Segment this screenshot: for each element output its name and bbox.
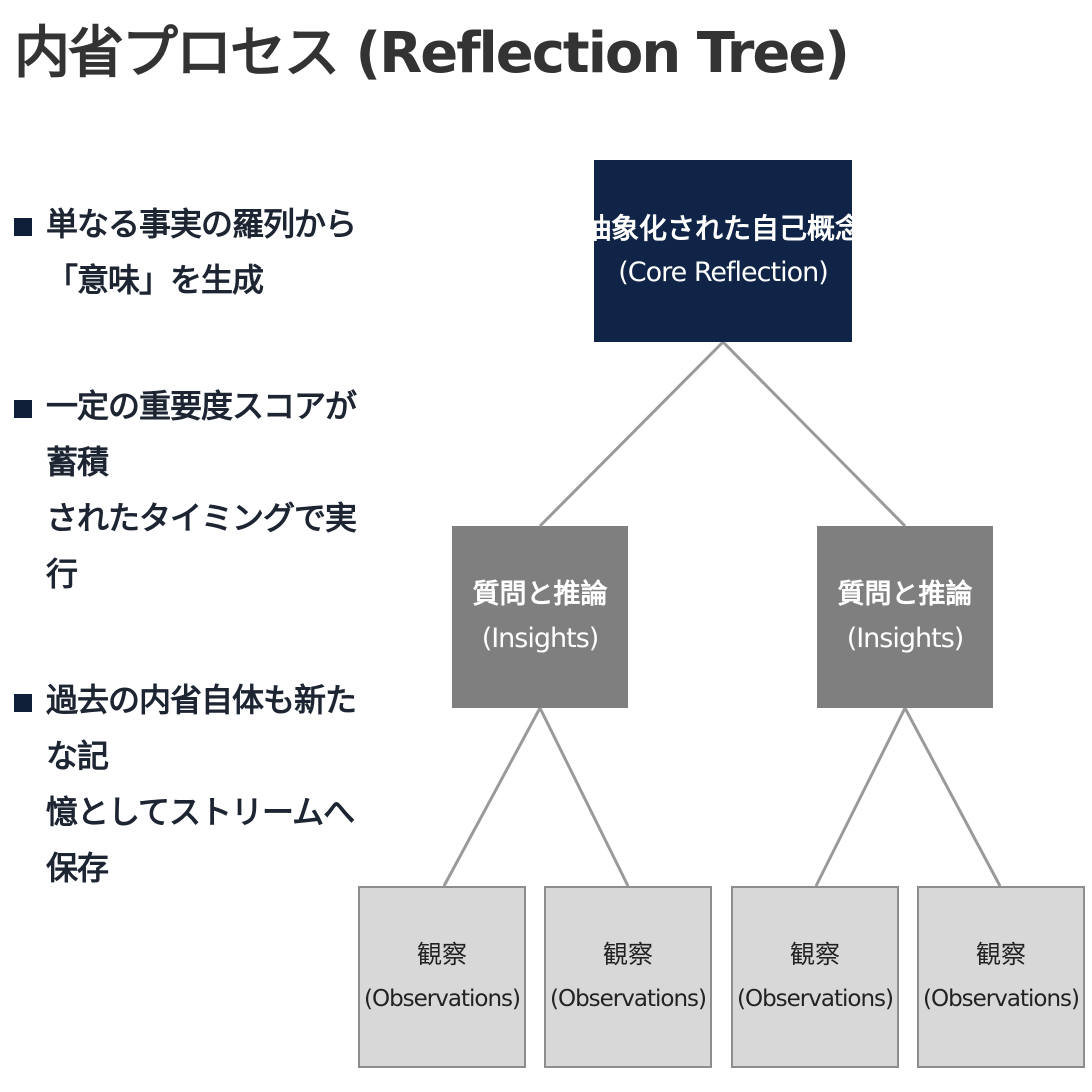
observation-node-2: 観察 (Observations) — [544, 886, 712, 1068]
observation-node-1: 観察 (Observations) — [358, 886, 526, 1068]
observation-sublabel: (Observations) — [550, 986, 707, 1012]
core-reflection-node: 抽象化された自己概念 (Core Reflection) — [583, 160, 863, 342]
bullet-text-line2: 「意味」を生成 — [46, 261, 264, 299]
observation-node-3: 観察 (Observations) — [731, 886, 899, 1068]
observation-label: 観察 — [416, 940, 467, 969]
connector-insight-right-obs-3 — [814, 707, 907, 887]
observation-sublabel: (Observations) — [923, 986, 1080, 1012]
bullet-text-line2: されたタイミングで実行 — [46, 499, 357, 593]
bullet-list: 単なる事実の羅列から 「意味」を生成 一定の重要度スコアが蓄積 されたタイミング… — [12, 196, 382, 966]
bullet-text-line1: 一定の重要度スコアが蓄積 — [46, 387, 357, 481]
bullet-text-line1: 過去の内省自体も新たな記 — [46, 681, 357, 775]
connector-insight-left-obs-1 — [442, 707, 542, 887]
connector-core-insight-right — [721, 340, 907, 528]
bullet-item: 一定の重要度スコアが蓄積 されたタイミングで実行 — [12, 378, 382, 602]
observation-label: 観察 — [975, 940, 1026, 969]
core-reflection-sublabel: (Core Reflection) — [618, 257, 828, 288]
connector-insight-left-obs-2 — [538, 707, 630, 887]
square-bullet-icon — [14, 694, 32, 712]
observation-label: 観察 — [789, 940, 840, 969]
observation-node-4: 観察 (Observations) — [917, 886, 1085, 1068]
connector-insight-right-obs-4 — [903, 707, 1002, 887]
square-bullet-icon — [14, 218, 32, 236]
insight-node-left: 質問と推論 (Insights) — [452, 526, 628, 708]
observation-sublabel: (Observations) — [364, 986, 521, 1012]
bullet-text-line1: 単なる事実の羅列から — [46, 205, 357, 243]
core-reflection-label: 抽象化された自己概念 — [583, 212, 864, 245]
connector-core-insight-left — [538, 340, 725, 528]
bullet-item: 単なる事実の羅列から 「意味」を生成 — [12, 196, 382, 308]
observation-sublabel: (Observations) — [737, 986, 894, 1012]
square-bullet-icon — [14, 400, 32, 418]
insight-node-right: 質問と推論 (Insights) — [817, 526, 993, 708]
page-title: 内省プロセス (Reflection Tree) — [14, 21, 850, 86]
insight-label: 質問と推論 — [472, 579, 608, 610]
insight-sublabel: (Insights) — [481, 623, 600, 654]
insight-sublabel: (Insights) — [846, 623, 965, 654]
insight-label: 質問と推論 — [837, 579, 973, 610]
bullet-text-line2: 憶としてストリームへ保存 — [46, 793, 355, 887]
bullet-item: 過去の内省自体も新たな記 憶としてストリームへ保存 — [12, 672, 382, 896]
observation-label: 観察 — [602, 940, 653, 969]
